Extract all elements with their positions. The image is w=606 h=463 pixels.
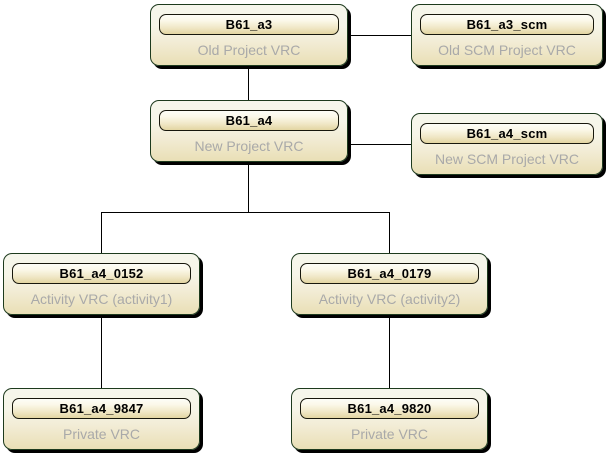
edge-old-project-to-new-project: [248, 66, 249, 100]
node-title: B61_a3: [159, 14, 339, 35]
edge-split-to-activity-2: [389, 212, 390, 254]
node-new-scm-project-vrc[interactable]: B61_a4_scm New SCM Project VRC: [411, 113, 603, 175]
edge-split-to-activity-1: [101, 212, 102, 254]
node-subtitle: New Project VRC: [194, 138, 304, 154]
node-title: B61_a4_scm: [420, 123, 594, 144]
node-title: B61_a4: [159, 110, 339, 131]
node-activity-vrc-2[interactable]: B61_a4_0179 Activity VRC (activity2): [291, 253, 488, 315]
node-title: B61_a4_0152: [12, 263, 191, 284]
edge-activity-1-to-private-1: [101, 315, 102, 389]
node-title: B61_a4_0179: [300, 263, 479, 284]
node-subtitle: Private VRC: [350, 426, 429, 442]
node-title: B61_a4_9820: [300, 398, 479, 419]
edge-new-project-to-new-scm: [348, 144, 411, 145]
edge-activity-2-to-private-2: [389, 315, 390, 389]
node-subtitle: Activity VRC (activity2): [318, 291, 461, 307]
node-private-vrc-1[interactable]: B61_a4_9847 Private VRC: [3, 388, 200, 450]
node-subtitle: Private VRC: [62, 426, 141, 442]
edge-new-project-down-stem: [248, 162, 249, 213]
node-title: B61_a3_scm: [420, 14, 594, 35]
node-subtitle: Old SCM Project VRC: [438, 42, 576, 58]
node-old-project-vrc[interactable]: B61_a3 Old Project VRC: [150, 4, 348, 66]
node-private-vrc-2[interactable]: B61_a4_9820 Private VRC: [291, 388, 488, 450]
node-old-scm-project-vrc[interactable]: B61_a3_scm Old SCM Project VRC: [411, 4, 603, 66]
node-title: B61_a4_9847: [12, 398, 191, 419]
edge-activity-split-bar: [101, 212, 390, 213]
edge-old-project-to-old-scm: [348, 35, 411, 36]
node-subtitle: Activity VRC (activity1): [30, 291, 173, 307]
node-activity-vrc-1[interactable]: B61_a4_0152 Activity VRC (activity1): [3, 253, 200, 315]
node-subtitle: New SCM Project VRC: [435, 151, 579, 167]
node-new-project-vrc[interactable]: B61_a4 New Project VRC: [150, 100, 348, 162]
node-subtitle: Old Project VRC: [197, 42, 301, 58]
